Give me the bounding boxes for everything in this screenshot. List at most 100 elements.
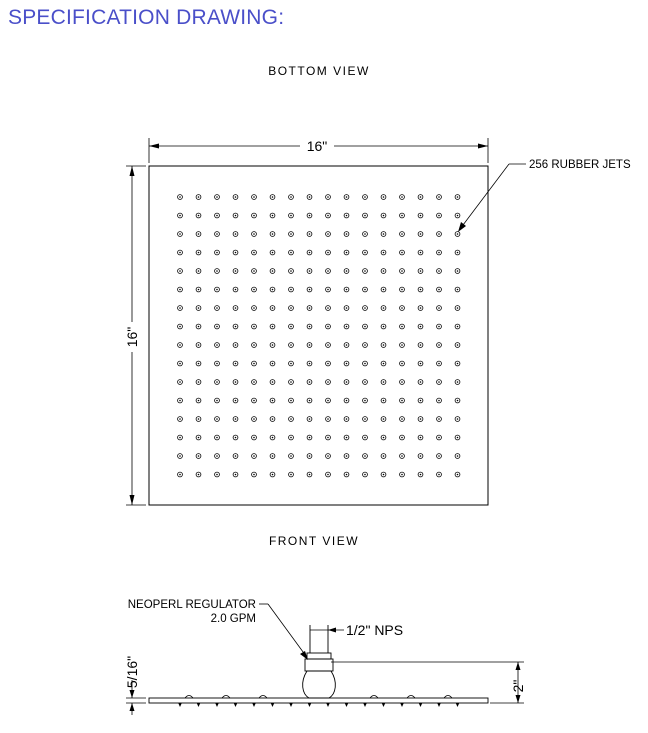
pipe-arm: 1/2" NPS (309, 622, 403, 653)
jet-nozzle-center (345, 251, 348, 254)
jet-nozzle (195, 305, 202, 311)
jet-nozzle (232, 360, 239, 367)
jet-nozzle-center (290, 214, 292, 217)
jet-nozzle (288, 397, 294, 404)
jet-nozzle (325, 268, 331, 274)
jet-nozzle (454, 305, 461, 311)
jet-nozzle (288, 323, 294, 330)
jet-nozzle (195, 268, 202, 274)
jet-nozzle-center (234, 196, 237, 198)
front-jet-nozzle (400, 703, 404, 707)
jet-nozzle (251, 434, 257, 441)
jet-nozzle-center (419, 399, 422, 402)
jet-nozzle-center (401, 196, 403, 198)
jet-nozzle-center (456, 436, 459, 439)
jet-nozzle-center (401, 473, 403, 476)
jet-nozzle-center (327, 288, 329, 291)
jet-nozzle-center (197, 288, 200, 291)
jet-nozzle-center (197, 362, 200, 365)
jet-nozzle (325, 249, 331, 256)
jet-nozzle (306, 268, 313, 274)
jet-nozzle (214, 268, 220, 274)
jet-nozzle (195, 231, 202, 237)
jet-nozzle (177, 471, 183, 478)
jet-nozzle-center (345, 270, 348, 272)
jet-nozzle (214, 194, 220, 200)
jet-nozzle (288, 194, 294, 200)
jet-nozzle (232, 305, 239, 311)
jet-nozzle (343, 397, 350, 404)
front-jet-nozzle (252, 703, 256, 707)
jet-nozzle-center (271, 381, 274, 383)
shower-head-plate-outline (148, 165, 489, 506)
jet-nozzle-center (382, 214, 385, 217)
jet-nozzle (454, 268, 461, 274)
jets-callout-label: 256 RUBBER JETS (529, 159, 631, 171)
jet-nozzle-center (290, 418, 292, 420)
jet-nozzle (436, 360, 442, 367)
jet-nozzle (288, 342, 294, 348)
jet-nozzle-center (197, 325, 200, 328)
jet-nozzle-center (308, 214, 311, 217)
jet-nozzle (362, 342, 368, 348)
jet-nozzle-center (253, 288, 255, 291)
jet-nozzle-center (216, 399, 218, 402)
jet-nozzle (306, 379, 313, 385)
total-height-dimension: 2" (331, 661, 526, 704)
jet-nozzle-center (419, 196, 422, 198)
jet-nozzle-center (382, 288, 385, 291)
jet-nozzle (417, 471, 424, 478)
jet-nozzle-center (438, 288, 440, 291)
jet-nozzle-center (234, 418, 237, 420)
front-jet-nozzle (437, 703, 441, 707)
jet-nozzle (232, 397, 239, 404)
jet-nozzle-center (216, 251, 218, 254)
jet-nozzle (417, 268, 424, 274)
jet-nozzle (195, 212, 202, 219)
jet-nozzle-center (234, 214, 237, 217)
jet-nozzle (251, 212, 257, 219)
jet-nozzle (380, 305, 387, 311)
jet-nozzle (343, 249, 350, 256)
jet-nozzle (214, 212, 220, 219)
jet-nozzle-center (345, 307, 348, 309)
jet-nozzle-center (308, 325, 311, 328)
jet-nozzle (269, 323, 276, 330)
jet-nozzle-center (197, 399, 200, 402)
jet-nozzle (269, 416, 276, 422)
jet-nozzle-center (382, 418, 385, 420)
jet-nozzle (380, 434, 387, 441)
jet-nozzle-center (253, 196, 255, 198)
jet-nozzle (380, 268, 387, 274)
jet-nozzle-center (179, 418, 181, 420)
jet-nozzle (177, 342, 183, 348)
jet-nozzle-center (308, 473, 311, 476)
jet-nozzle-center (253, 307, 255, 309)
jet-nozzle (362, 305, 368, 311)
jet-nozzle (214, 397, 220, 404)
plate-top-dome (221, 695, 231, 699)
jet-nozzle (417, 416, 424, 422)
jet-nozzle (343, 231, 350, 237)
jet-nozzle-center (382, 362, 385, 365)
jet-nozzle (454, 360, 461, 367)
front-jet-nozzle (233, 703, 238, 707)
jet-nozzle (380, 212, 387, 219)
jet-nozzle (306, 231, 313, 237)
jet-nozzle (343, 286, 350, 293)
jet-nozzle (325, 397, 331, 404)
jet-nozzle (177, 360, 183, 367)
jet-nozzle-center (345, 196, 348, 198)
plate-front (148, 697, 489, 704)
jet-nozzle (251, 305, 257, 311)
jet-nozzle (399, 434, 405, 441)
jet-nozzle-center (382, 325, 385, 328)
jet-nozzle-center (216, 473, 218, 476)
jet-nozzle-center (197, 214, 200, 217)
jet-nozzle-center (401, 381, 403, 383)
jet-nozzle-center (290, 399, 292, 402)
jet-nozzle (232, 471, 239, 478)
jet-nozzle-center (234, 251, 237, 254)
jet-nozzle (454, 453, 461, 459)
jet-nozzle (436, 231, 442, 237)
